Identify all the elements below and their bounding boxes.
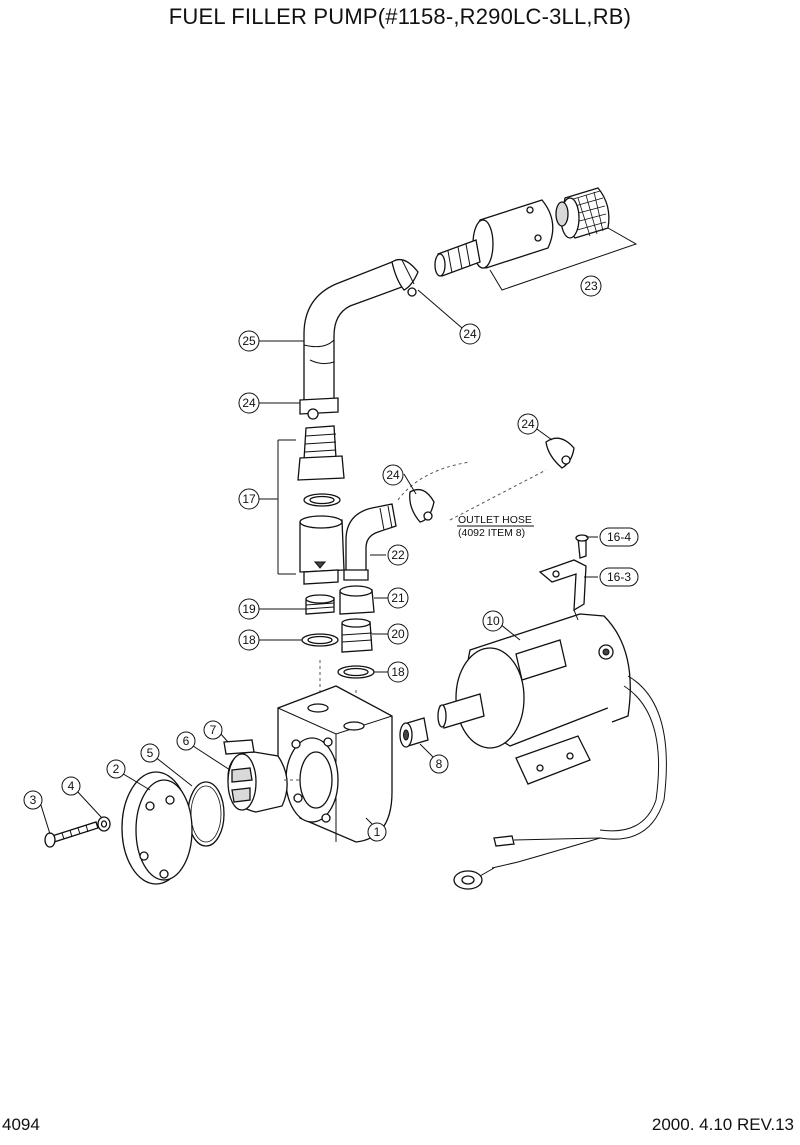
callout-10: 10 bbox=[482, 610, 504, 632]
svg-text:6: 6 bbox=[183, 734, 190, 748]
outlet-note-line2: (4092 ITEM 8) bbox=[458, 527, 525, 539]
svg-text:16-4: 16-4 bbox=[607, 530, 631, 544]
svg-text:24: 24 bbox=[242, 396, 256, 410]
callout-3: 3 bbox=[23, 790, 43, 810]
svg-text:16-3: 16-3 bbox=[607, 570, 631, 584]
callout-4: 4 bbox=[61, 776, 81, 796]
outlet-hose-note: OUTLET HOSE (4092 ITEM 8) bbox=[457, 514, 534, 539]
leader-lines bbox=[39, 289, 598, 835]
svg-text:5: 5 bbox=[147, 746, 154, 760]
svg-text:25: 25 bbox=[242, 334, 256, 348]
impeller bbox=[223, 739, 300, 813]
bolt-and-washer bbox=[44, 816, 111, 848]
svg-text:1: 1 bbox=[374, 825, 381, 839]
svg-text:20: 20 bbox=[391, 627, 405, 641]
callout-8: 8 bbox=[429, 754, 449, 774]
svg-text:21: 21 bbox=[391, 591, 405, 605]
svg-text:10: 10 bbox=[486, 614, 500, 628]
svg-text:22: 22 bbox=[391, 548, 405, 562]
pump-body bbox=[277, 685, 393, 843]
callout-17: 17 bbox=[238, 488, 260, 510]
mounting-bracket bbox=[538, 534, 589, 621]
diagram-title: FUEL FILLER PUMP(#1158-,R290LC-3LL,RB) bbox=[168, 4, 632, 29]
callout-24-b: 24 bbox=[238, 392, 260, 414]
callout-22: 22 bbox=[387, 544, 409, 566]
svg-text:19: 19 bbox=[242, 602, 256, 616]
svg-text:8: 8 bbox=[436, 757, 443, 771]
o-ring bbox=[187, 781, 225, 847]
coupling bbox=[399, 717, 429, 748]
hose-elbow bbox=[299, 258, 419, 420]
svg-text:3: 3 bbox=[30, 793, 37, 807]
svg-text:23: 23 bbox=[584, 279, 598, 293]
hose-clamps-outlet bbox=[397, 437, 575, 523]
svg-text:2: 2 bbox=[113, 762, 120, 776]
strainer-assembly bbox=[434, 187, 638, 291]
elbow-fitting bbox=[343, 503, 397, 581]
svg-text:18: 18 bbox=[242, 633, 256, 647]
svg-text:24: 24 bbox=[386, 468, 400, 482]
svg-text:17: 17 bbox=[242, 492, 256, 506]
callout-18-b: 18 bbox=[387, 661, 409, 683]
check-valve-assembly bbox=[277, 425, 345, 585]
page-number: 4094 bbox=[2, 1115, 40, 1134]
svg-text:4: 4 bbox=[68, 779, 75, 793]
callout-24-d: 24 bbox=[382, 464, 404, 486]
svg-text:7: 7 bbox=[210, 723, 217, 737]
callout-20: 20 bbox=[387, 623, 409, 645]
callout-2: 2 bbox=[106, 759, 126, 779]
callout-19: 19 bbox=[238, 598, 260, 620]
electric-motor bbox=[437, 613, 667, 890]
callout-16-4: 16-4 bbox=[599, 527, 639, 547]
outlet-note-line1: OUTLET HOSE bbox=[458, 514, 532, 526]
callout-21: 21 bbox=[387, 587, 409, 609]
callout-labels: 1 2 3 4 5 6 7 8 10 16-3 16-4 17 18 18 19… bbox=[23, 275, 639, 842]
callout-18-a: 18 bbox=[238, 629, 260, 651]
callout-25: 25 bbox=[238, 330, 260, 352]
callout-24-a: 24 bbox=[459, 323, 481, 345]
callout-24-c: 24 bbox=[517, 413, 539, 435]
callout-23: 23 bbox=[580, 275, 602, 297]
svg-text:24: 24 bbox=[521, 417, 535, 431]
callout-5: 5 bbox=[140, 743, 160, 763]
callout-1: 1 bbox=[367, 822, 387, 842]
callout-7: 7 bbox=[203, 720, 223, 740]
svg-text:24: 24 bbox=[463, 327, 477, 341]
callout-16-3: 16-3 bbox=[599, 567, 639, 587]
revision-date: 2000. 4.10 REV.13 bbox=[651, 1115, 794, 1134]
callout-6: 6 bbox=[176, 731, 196, 751]
svg-text:18: 18 bbox=[391, 665, 405, 679]
cover-plate bbox=[121, 771, 193, 885]
